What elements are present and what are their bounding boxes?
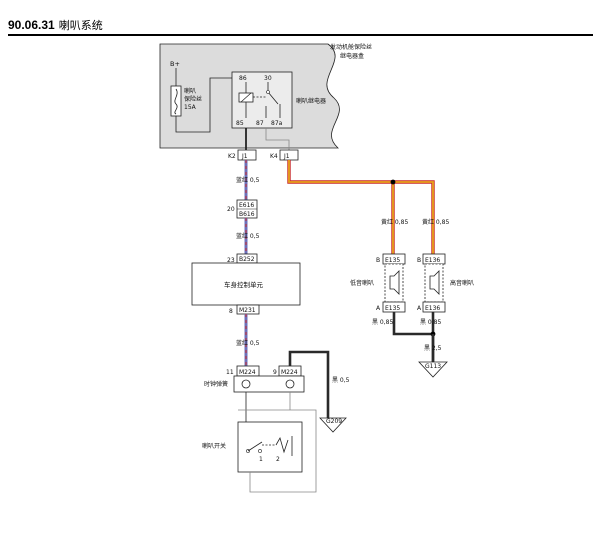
box-title-line2: 继电器盒: [340, 52, 364, 60]
ground-g209-icon: [319, 417, 347, 433]
pin-87a-label: 87a: [271, 120, 283, 127]
relay-contact-icon: [267, 91, 279, 105]
wire-label-1: 蓝红 0,5: [236, 176, 260, 184]
box-title-line1: 发动机舱保险丝: [330, 43, 372, 51]
fuse-label-2: 保险丝: [184, 95, 202, 103]
switch-pin-1-label: 1: [259, 456, 263, 463]
yellow-red-label-2: 黄红 0,85: [422, 218, 449, 226]
e135-top-label: E135: [385, 257, 400, 264]
pin-8-label: 8: [229, 308, 233, 315]
j1-k2-label: J1: [241, 153, 248, 160]
horn-switch-box: [237, 421, 303, 473]
yellow-red-label-1: 黄红 0,85: [381, 218, 408, 226]
contact-pivot: [266, 90, 270, 94]
m231-label: M231: [239, 307, 256, 314]
switch-spring-icon: [275, 436, 289, 454]
m224-a-label: M224: [239, 369, 256, 376]
wire-yellow-red-main-border: [287, 160, 435, 254]
horn-switch-icon: [247, 441, 263, 452]
splice-point: [390, 179, 396, 185]
black-085-label-2: 黑 0,85: [420, 319, 441, 326]
e136-top-label: E136: [425, 257, 440, 264]
horn-fuse-body: [170, 85, 182, 117]
pin87-wire: [265, 128, 290, 150]
relay-label: 喇叭继电器: [296, 97, 326, 105]
pin-11-label: 11: [226, 369, 234, 376]
fuse-label-1: 喇叭: [184, 87, 196, 95]
e616-label: E616: [239, 202, 254, 209]
pin-87-label: 87: [256, 120, 264, 127]
j1-k4-label: J1: [283, 153, 290, 160]
e136-bottom-label: E136: [425, 305, 440, 312]
black-25-label: 黑 2,5: [424, 345, 442, 352]
fuse-label-3: 15A: [184, 104, 197, 111]
pin-23-label: 23: [227, 257, 235, 264]
k2-label: K2: [228, 153, 236, 160]
wire-label-2: 蓝红 0,5: [236, 232, 260, 240]
b-pin-left-label: B: [376, 257, 380, 264]
low-horn-label: 低音喇叭: [350, 279, 374, 287]
b-plus-label: B+: [170, 60, 180, 68]
relay-coil-diagonal: [240, 92, 252, 103]
high-horn-icon: [429, 270, 440, 295]
b252-label: B252: [239, 256, 255, 263]
wire-label-3: 蓝红 0,5: [236, 339, 260, 347]
section-title: 喇叭系统: [58, 19, 103, 32]
ground-g113-icon: [418, 361, 448, 378]
switch-contact: [258, 449, 262, 453]
pin-20-label: 20: [227, 206, 235, 213]
wire-yellow-red-main: [288, 160, 434, 254]
high-horn-label: 高音喇叭: [450, 279, 474, 287]
pin-86-label: 86: [239, 75, 247, 82]
pin-9-label: 9: [273, 369, 277, 376]
clock-spring-box: [233, 375, 305, 393]
b-pin-right-label: B: [417, 257, 421, 264]
connector-m231: [236, 304, 260, 315]
section-number: 90.06.31: [8, 18, 55, 32]
pin-85-label: 85: [236, 120, 244, 127]
black-085-label-1: 黑 0,85: [372, 319, 393, 326]
a-pin-left-label: A: [376, 305, 381, 312]
pin-30-label: 30: [264, 75, 272, 82]
e135-bottom-label: E135: [385, 305, 400, 312]
bcm-label: 车身控制单元: [224, 280, 264, 289]
b616-label: B616: [239, 211, 255, 218]
clock-spring-coil-icon: [241, 379, 251, 389]
g209-label: G209: [326, 418, 342, 425]
wire-black-085-left: [392, 312, 433, 336]
switch-pin-2-label: 2: [276, 456, 280, 463]
horn-switch-label: 喇叭开关: [202, 442, 226, 450]
fuse-to-relay-wire: [175, 77, 268, 133]
switch-return-wire: [238, 409, 317, 493]
k4-label: K4: [270, 153, 278, 160]
body-control-unit: [191, 262, 301, 306]
black-05-label: 黑 0,5: [332, 377, 350, 384]
low-horn-icon: [389, 270, 400, 295]
wire-black-05: [288, 350, 330, 418]
g113-label: G113: [425, 363, 441, 370]
m224-b-label: M224: [281, 369, 298, 376]
clock-spring-label: 时钟弹簧: [204, 380, 228, 388]
a-pin-right-label: A: [417, 305, 422, 312]
header-rule: [8, 34, 593, 36]
clock-spring-coil-icon: [285, 379, 295, 389]
fuse-element-icon: [174, 88, 178, 115]
